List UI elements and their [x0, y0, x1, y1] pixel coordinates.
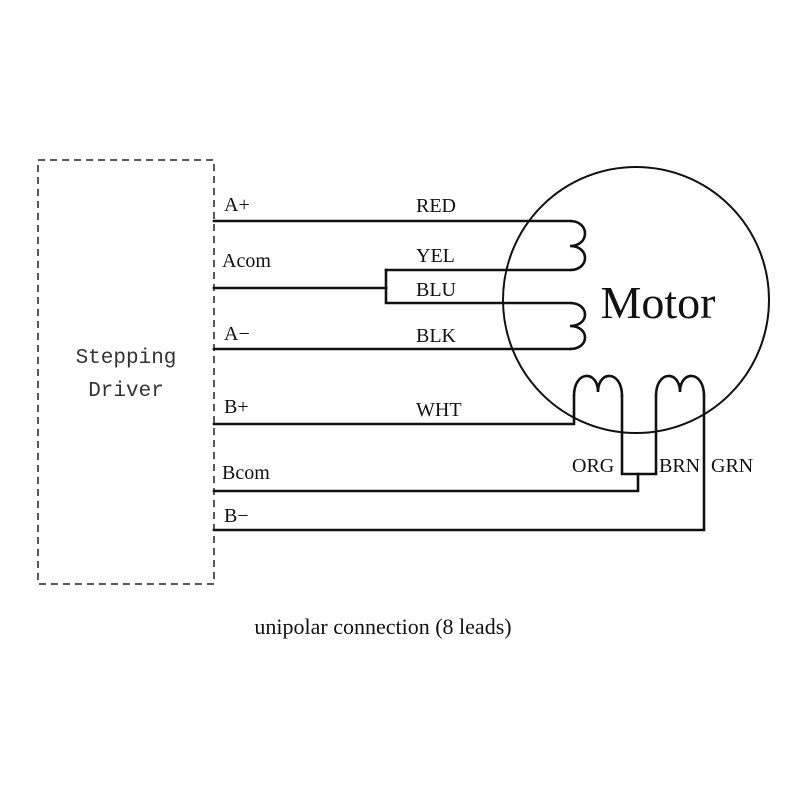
- wire-label-blu: BLU: [416, 279, 457, 301]
- wire-label-brn: BRN: [659, 455, 700, 477]
- wire-wht: [212, 394, 576, 426]
- terminal-b-plus: B+: [224, 396, 249, 418]
- wire-label-org: ORG: [572, 455, 614, 477]
- wire-label-wht: WHT: [416, 399, 462, 421]
- coil-b2: [654, 374, 706, 397]
- wire-label-grn: GRN: [711, 455, 753, 477]
- terminal-b-minus: B−: [224, 505, 249, 527]
- wire-bcom: [212, 472, 640, 493]
- wire-blu: [384, 286, 572, 305]
- wire-label-blk: BLK: [416, 325, 457, 347]
- terminal-b-com: Bcom: [222, 462, 270, 484]
- terminal-a-com: Acom: [222, 250, 271, 272]
- wire-label-red: RED: [416, 195, 456, 217]
- coil-a2: [569, 301, 587, 351]
- diagram-caption: unipolar connection (8 leads): [254, 614, 511, 639]
- stepping-driver-box: [37, 159, 215, 585]
- wire-grn: [212, 394, 706, 532]
- wire-label-yel: YEL: [416, 245, 455, 267]
- terminal-a-plus: A+: [224, 194, 250, 216]
- motor-circle: [502, 166, 770, 434]
- wire-org-brn: [620, 394, 658, 476]
- driver-label-line1: Stepping: [76, 347, 177, 370]
- terminal-a-minus: A−: [224, 323, 250, 345]
- driver-label-line2: Driver: [88, 380, 164, 403]
- motor-label: Motor: [601, 277, 716, 328]
- coil-a1: [569, 219, 587, 272]
- coil-b1: [572, 374, 624, 397]
